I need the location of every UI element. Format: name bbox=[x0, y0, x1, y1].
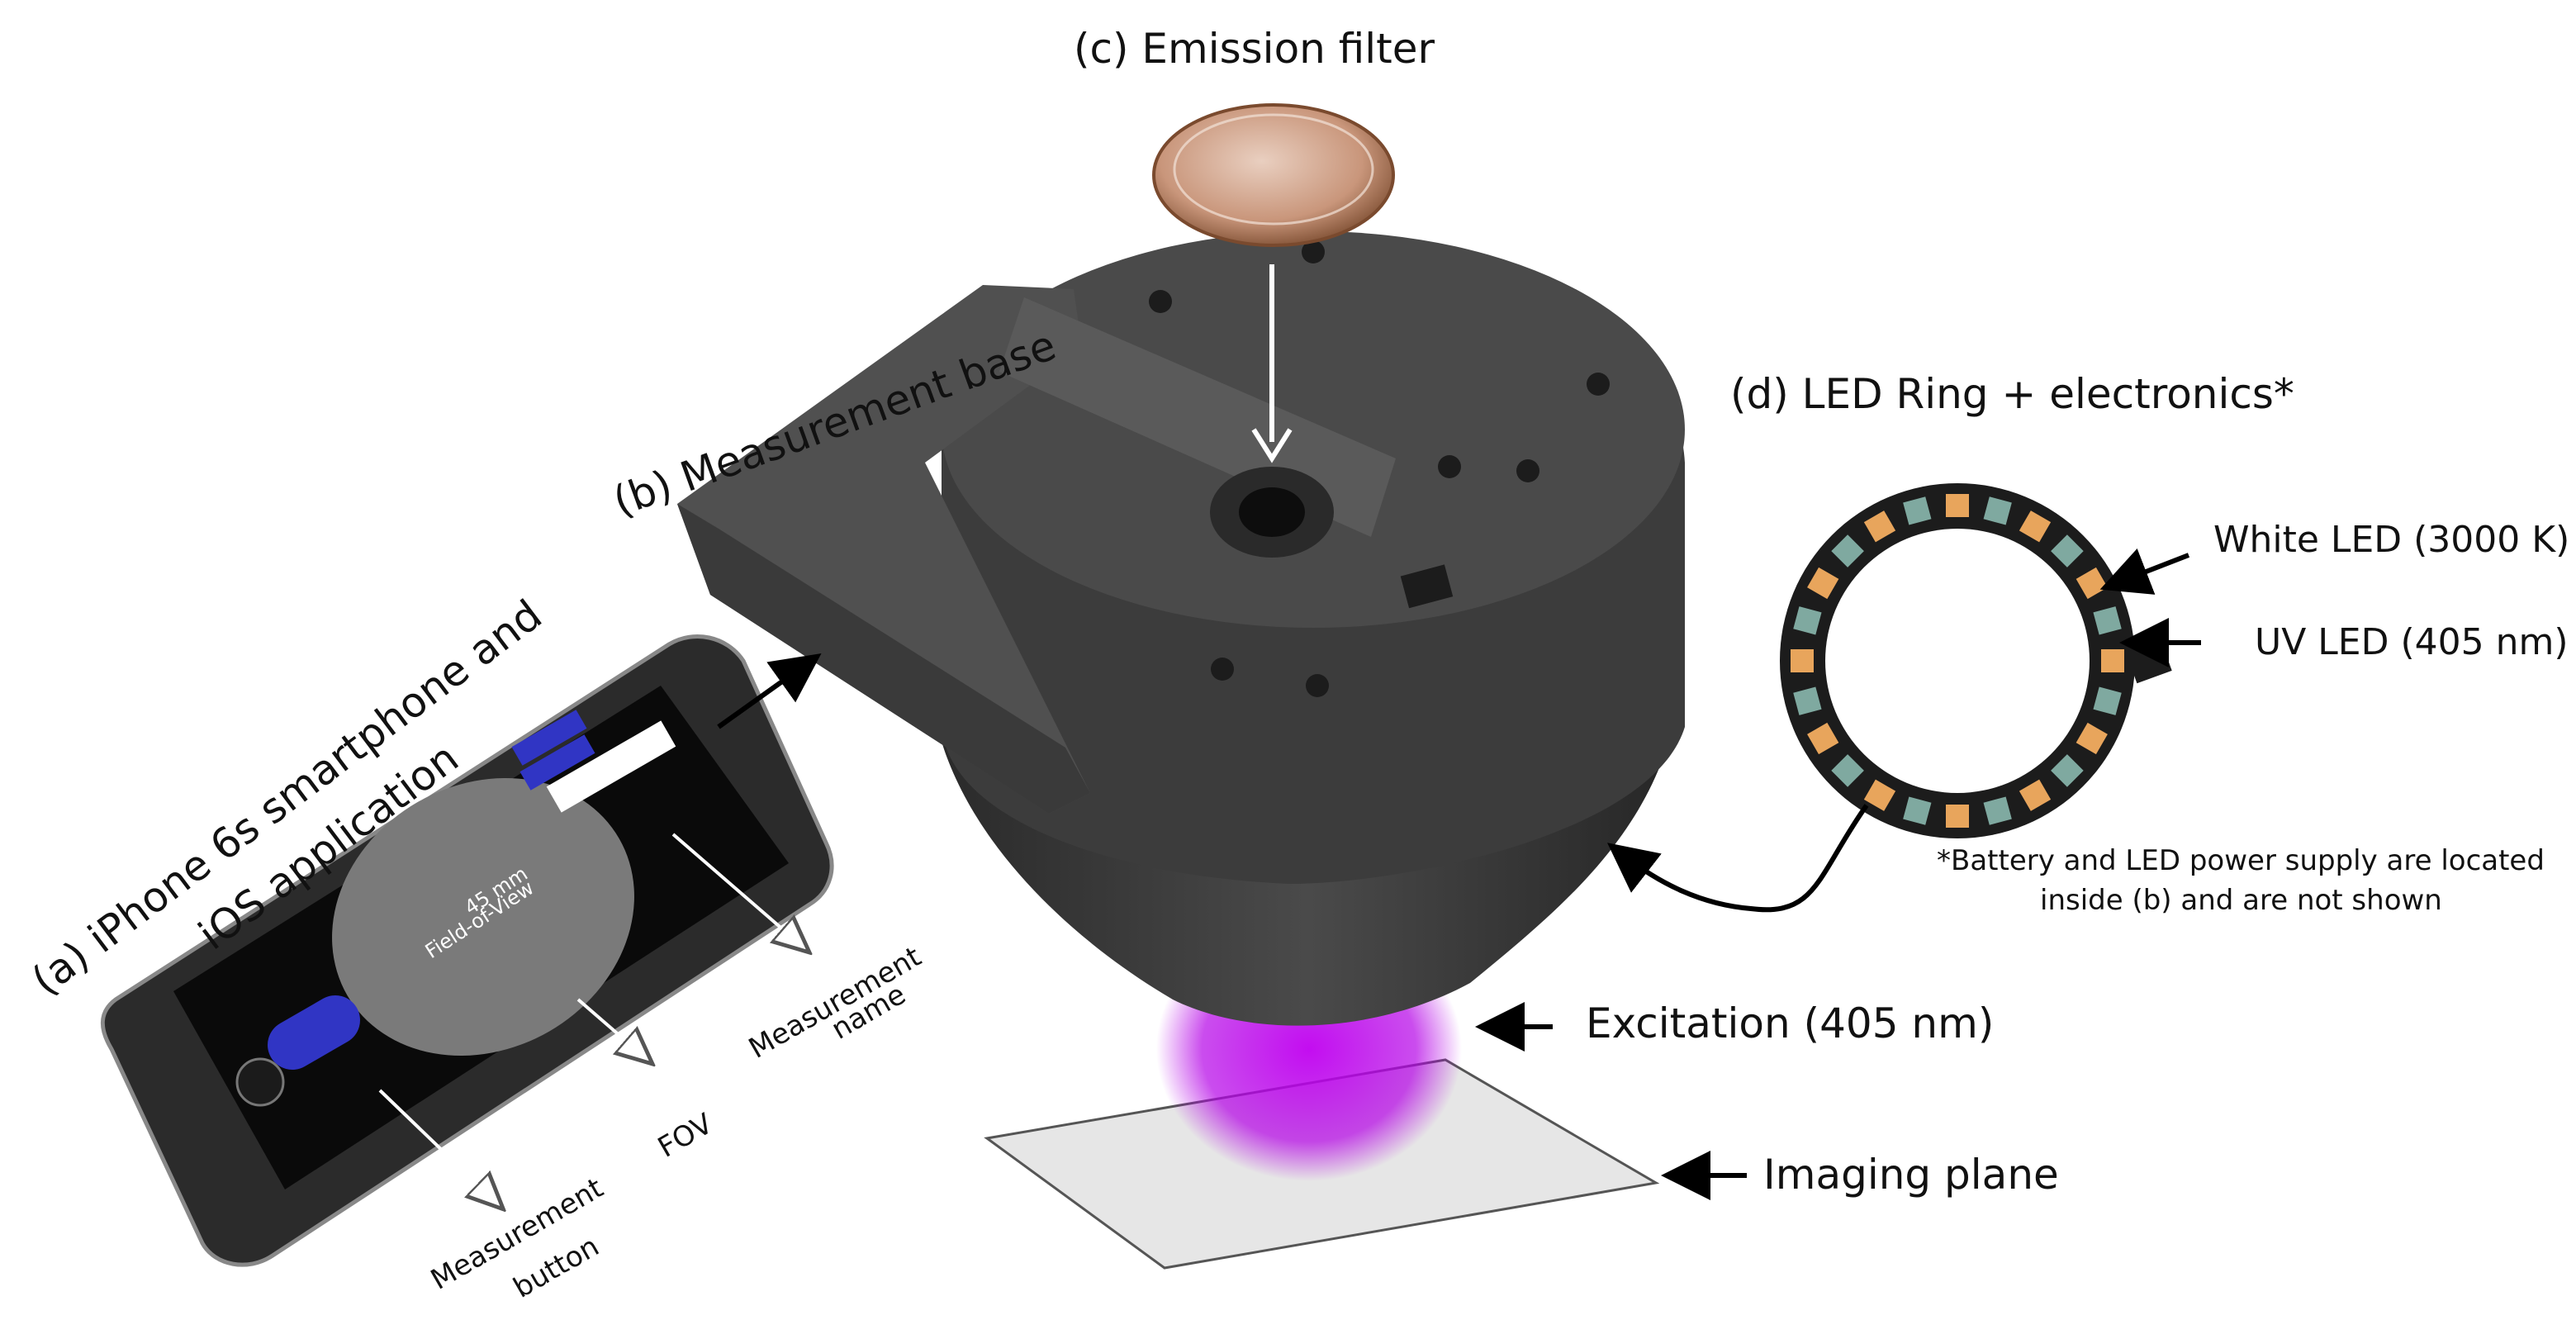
uv-led-chip bbox=[1983, 796, 2012, 825]
uv-led-chip bbox=[2093, 606, 2122, 635]
callout-measurement-name bbox=[671, 833, 797, 942]
label-white-led: White LED (3000 K) bbox=[2213, 519, 2570, 561]
white-led-chip bbox=[1863, 779, 1896, 811]
screen-measurement-button[interactable] bbox=[259, 986, 369, 1079]
white-led-chip bbox=[1946, 805, 1969, 828]
uv-led-chip bbox=[1793, 686, 1822, 715]
callout-fov bbox=[576, 998, 640, 1053]
uv-led-chip bbox=[2093, 686, 2122, 715]
emission-filter bbox=[1152, 103, 1395, 247]
white-led-chip bbox=[1863, 510, 1896, 543]
ring-to-device-arrow bbox=[1607, 804, 1869, 913]
led-ring bbox=[1780, 483, 2172, 838]
white-led-chip bbox=[1807, 567, 1839, 600]
white-led-chip bbox=[1946, 494, 1969, 517]
fov-circle bbox=[332, 777, 634, 1056]
uv-led-chip bbox=[1903, 796, 1932, 825]
footnote-line1: *Battery and LED power supply are locate… bbox=[1937, 844, 2545, 877]
white-led-chip bbox=[2076, 722, 2108, 755]
measurement-base-device bbox=[677, 231, 1685, 1026]
footnote-line2: inside (b) and are not shown bbox=[2040, 884, 2442, 917]
phone-to-base-arrow bbox=[717, 653, 822, 729]
white-led-chip bbox=[1807, 722, 1839, 755]
label-c-emission-filter: (c) Emission filter bbox=[1074, 25, 1435, 73]
label-imaging-plane: Imaging plane bbox=[1763, 1151, 2059, 1199]
white-led-chip bbox=[2019, 510, 2052, 543]
uv-led-chip bbox=[1903, 496, 1932, 525]
label-excitation: Excitation (405 nm) bbox=[1586, 999, 1995, 1047]
white-led-arrow bbox=[2099, 548, 2190, 595]
callout-measurement-button bbox=[378, 1089, 491, 1198]
label-d-led-ring: (d) LED Ring + electronics* bbox=[1730, 370, 2294, 418]
home-button[interactable] bbox=[235, 1057, 285, 1107]
uv-led-chip bbox=[1983, 496, 2012, 525]
uv-led-chip bbox=[1793, 606, 1822, 635]
iphone: 45 mm Field-of-View bbox=[100, 634, 834, 1267]
white-led-chip bbox=[2019, 779, 2052, 811]
label-uv-led: UV LED (405 nm) bbox=[2255, 621, 2569, 663]
white-led-chip bbox=[2076, 567, 2108, 600]
white-led-chip bbox=[1791, 649, 1814, 672]
white-led-chip bbox=[2101, 649, 2124, 672]
screen-name-field[interactable] bbox=[546, 720, 676, 813]
